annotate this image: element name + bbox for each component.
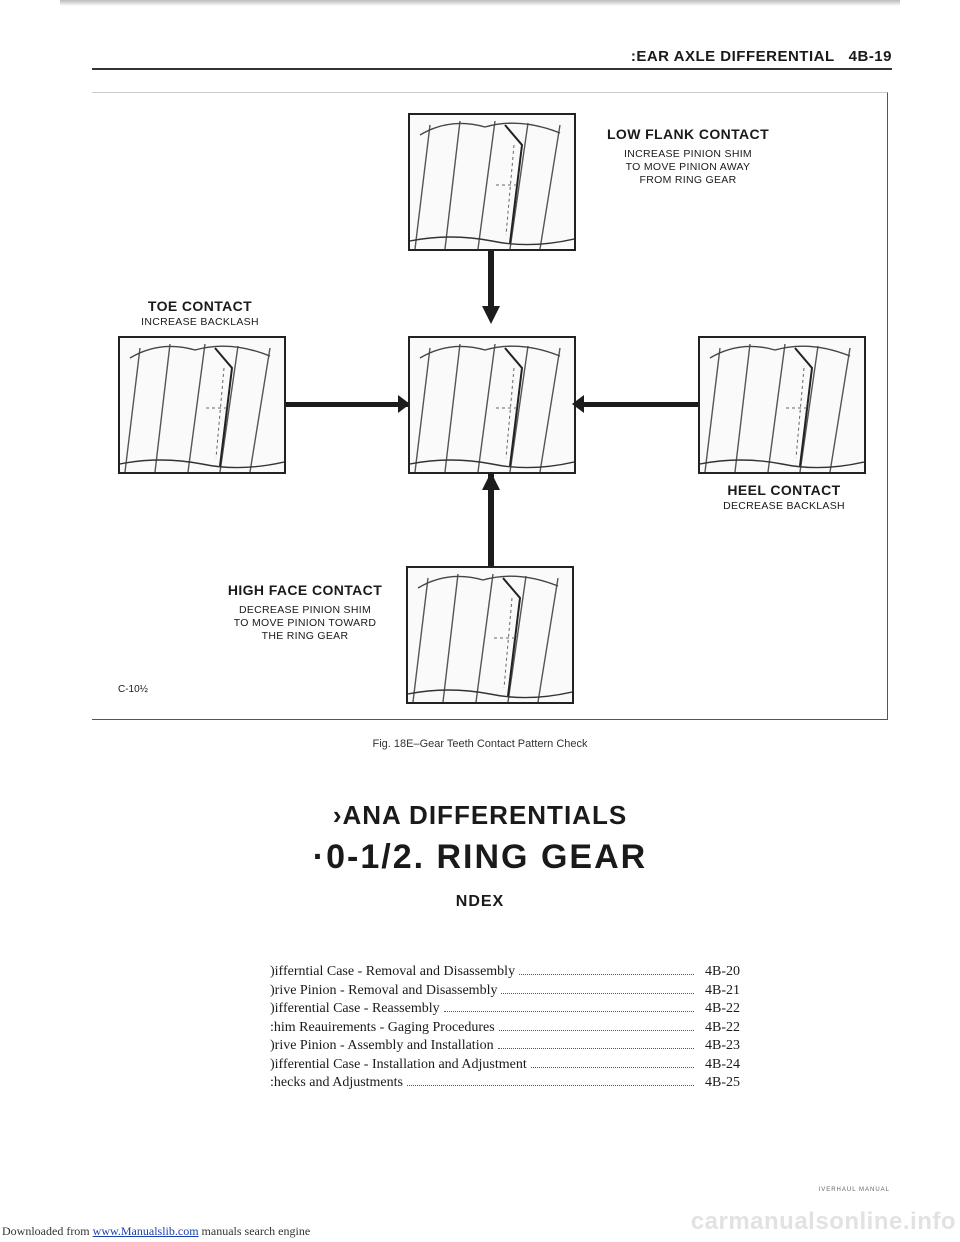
index-entry-page: 4B-21 [705,982,740,998]
figure-code: C-10½ [118,684,149,695]
gear-teeth-icon [700,343,864,472]
index-heading: NDEX [455,893,505,910]
label-toe-line: INCREASE BACKLASH [141,316,259,328]
index-entry[interactable]: )rive Pinion - Assembly and Installation… [270,1038,740,1057]
index-entry[interactable]: :hecks and Adjustments 4B-25 [270,1075,740,1094]
arrow-left-icon [572,395,584,413]
connector-right [574,402,698,407]
gear-teeth-icon [410,120,574,249]
dot-leader [530,1066,694,1068]
dot-leader [497,1048,694,1049]
download-notice: Downloaded from www.Manualslib.com manua… [2,1224,310,1239]
index-entry-title: :him Reauirements - Gaging Procedures [270,1019,495,1035]
index-entry-title: )ifferntial Case - Removal and Disassemb… [270,964,516,979]
header-page-number: 4B-19 [848,48,892,65]
label-high-face-line: THE RING GEAR [261,630,349,642]
label-high-face-line: DECREASE PINION SHIM [238,604,372,616]
dot-leader [407,1085,694,1086]
connector-left [284,402,408,407]
label-low-flank-line: INCREASE PINION SHIM [624,148,752,160]
header-rule [92,68,892,70]
page-header: :EAR AXLE DIFFERENTIAL 4B-19 [631,48,892,65]
arrow-up-icon [482,472,500,490]
index-entry[interactable]: )ifferential Case - Reassembly 4B-22 [270,1001,740,1020]
figure-caption: Fig. 18E–Gear Teeth Contact Pattern Chec… [372,738,588,750]
gear-image-center [408,336,576,474]
header-title: :EAR AXLE DIFFERENTIAL [630,48,835,65]
index-entry-title: )rive Pinion - Assembly and Installation [270,1038,494,1053]
gear-image-low-flank [408,113,576,251]
section-title: ›ANA DIFFERENTIALS [332,800,628,830]
connector-top [488,246,494,316]
label-low-flank: LOW FLANK CONTACT INCREASE PINION SHIM T… [588,126,788,187]
dot-leader [519,974,694,975]
arrow-down-icon [482,306,500,324]
label-toe: TOE CONTACT INCREASE BACKLASH [110,298,290,329]
footer-brand: IVERHAUL MANUAL [818,1187,890,1193]
section-subtitle: ·0-1/2. RING GEAR [312,838,648,876]
manualslib-link[interactable]: www.Manualslib.com [92,1224,199,1238]
index-entry-page: 4B-25 [705,1075,740,1090]
watermark: carmanualsonline.info [690,1208,956,1235]
index-entry-title: )rive Pinion - Removal and Disassembly [270,982,498,998]
figure-frame [92,92,888,720]
index-entry[interactable]: )ifferential Case - Installation and Adj… [270,1057,740,1076]
arrow-right-icon [398,395,410,413]
index-entry[interactable]: )ifferntial Case - Removal and Disassemb… [270,964,740,983]
gear-teeth-icon [410,343,574,472]
connector-bottom [488,470,494,566]
index-entry-page: 4B-22 [705,1019,740,1035]
index-entry-title: )ifferential Case - Reassembly [270,1001,440,1016]
gear-image-heel [698,336,866,474]
index-entry-page: 4B-22 [705,1001,740,1016]
label-high-face: HIGH FACE CONTACT DECREASE PINION SHIM T… [210,582,400,643]
index-entry-page: 4B-20 [705,964,740,979]
label-low-flank-line: TO MOVE PINION AWAY [625,161,751,173]
label-high-face-line: TO MOVE PINION TOWARD [233,617,377,629]
index-entry-title: )ifferential Case - Installation and Adj… [270,1056,527,1072]
index-list: )ifferntial Case - Removal and Disassemb… [270,964,740,1094]
index-entry[interactable]: :him Reauirements - Gaging Procedures 4B… [270,1020,740,1039]
gear-image-toe [118,336,286,474]
index-entry-title: :hecks and Adjustments [270,1075,403,1090]
dot-leader [501,992,694,994]
label-heel: HEEL CONTACT DECREASE BACKLASH [694,482,874,513]
scan-edge [60,0,900,6]
dot-leader [443,1011,694,1012]
label-high-face-title: HIGH FACE CONTACT [227,582,383,598]
label-toe-title: TOE CONTACT [147,298,253,314]
download-prefix: Downloaded from [2,1224,93,1238]
download-suffix: manuals search engine [198,1224,311,1238]
index-entry-page: 4B-24 [705,1056,740,1072]
dot-leader [498,1029,694,1031]
index-entry-page: 4B-23 [705,1038,740,1053]
gear-teeth-icon [408,573,572,702]
label-heel-line: DECREASE BACKLASH [723,500,845,512]
gear-image-high-face [406,566,574,704]
gear-teeth-icon [120,343,284,472]
index-entry[interactable]: )rive Pinion - Removal and Disassembly 4… [270,983,740,1002]
label-low-flank-line: FROM RING GEAR [639,174,737,186]
label-low-flank-title: LOW FLANK CONTACT [606,126,770,142]
label-heel-title: HEEL CONTACT [727,482,841,498]
